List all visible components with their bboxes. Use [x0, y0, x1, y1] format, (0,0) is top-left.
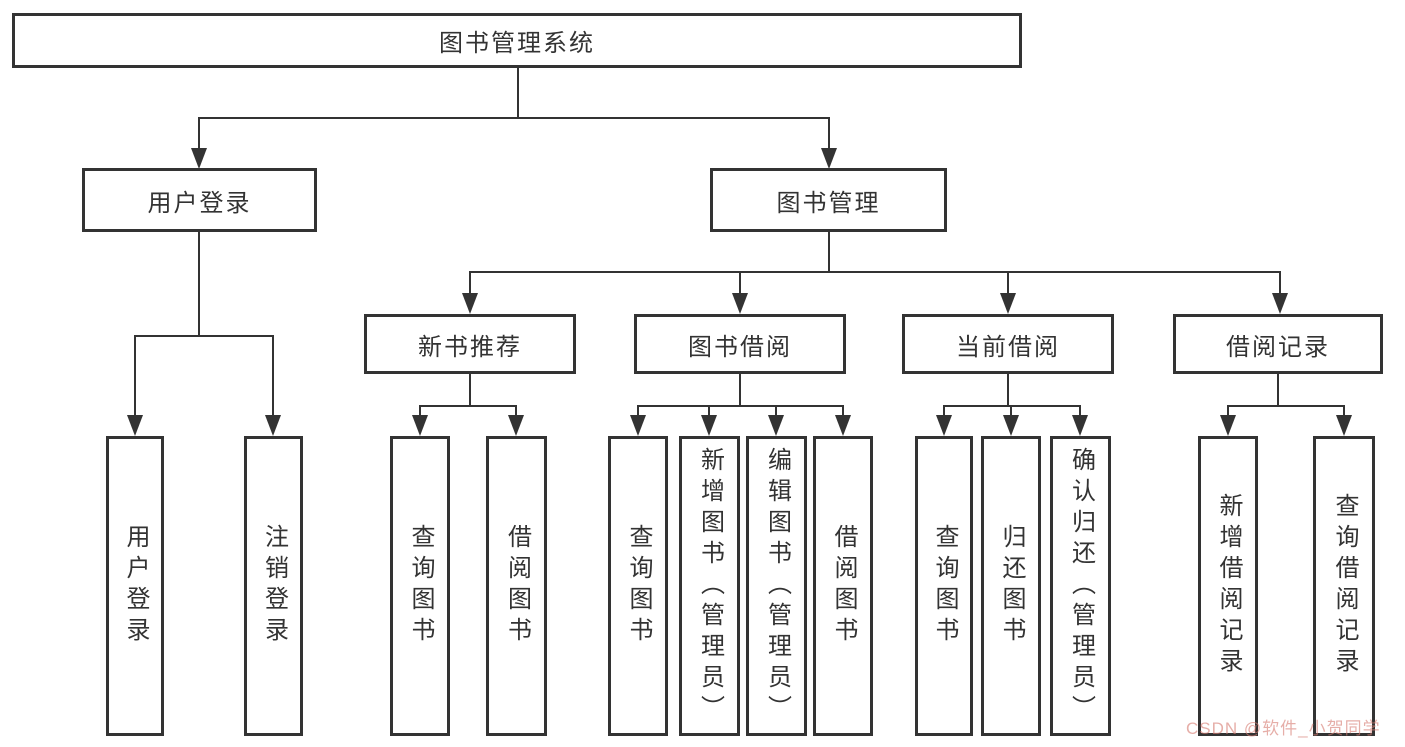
connector-line	[517, 68, 519, 118]
leaf-user-login-label: 用户登录	[122, 524, 149, 648]
connector-line	[515, 405, 517, 419]
arrow-down-icon	[1272, 293, 1288, 314]
node-root-label: 图书管理系统	[439, 30, 595, 57]
connector-line	[1227, 405, 1345, 407]
leaf-query-books-borrow-label: 查询图书	[625, 524, 652, 648]
arrow-down-icon	[191, 148, 207, 169]
arrow-down-icon	[462, 293, 478, 314]
leaf-edit-books-admin: 编辑图书（管理员）	[746, 436, 807, 736]
leaf-add-books-admin-label: 新增图书（管理员）	[696, 446, 724, 726]
leaf-edit-books-admin-label: 编辑图书（管理员）	[763, 446, 791, 726]
leaf-logout-label: 注销登录	[260, 524, 288, 648]
leaf-confirm-return-admin: 确认归还（管理员）	[1050, 436, 1111, 736]
connector-line	[198, 117, 830, 119]
node-user-login-label: 用户登录	[147, 189, 252, 217]
connector-line	[775, 405, 777, 419]
node-root: 图书管理系统	[12, 13, 1022, 68]
connector-line	[739, 271, 741, 297]
node-book-borrow: 图书借阅	[634, 314, 846, 374]
node-book-management-label: 图书管理	[776, 189, 881, 217]
arrow-down-icon	[701, 415, 717, 436]
leaf-return-books-label: 归还图书	[998, 524, 1025, 648]
leaf-borrow-books-label: 借阅图书	[830, 524, 857, 648]
node-new-book-recommend: 新书推荐	[364, 314, 576, 374]
connector-line	[943, 405, 1081, 407]
leaf-query-books-current-label: 查询图书	[931, 524, 958, 648]
arrow-down-icon	[1220, 415, 1236, 436]
connector-line	[134, 335, 136, 420]
leaf-logout: 注销登录	[244, 436, 303, 736]
connector-line	[419, 405, 421, 419]
arrow-down-icon	[127, 415, 143, 436]
arrow-down-icon	[936, 415, 952, 436]
connector-line	[1277, 374, 1279, 406]
arrow-down-icon	[265, 415, 281, 436]
node-user-login: 用户登录	[82, 168, 317, 232]
connector-line	[419, 405, 517, 407]
connector-line	[828, 232, 830, 272]
connector-line	[708, 405, 710, 419]
connector-line	[198, 232, 200, 336]
node-new-book-recommend-label: 新书推荐	[418, 333, 522, 361]
node-current-borrow-label: 当前借阅	[956, 333, 1060, 361]
node-borrow-records: 借阅记录	[1173, 314, 1383, 374]
connector-line	[469, 271, 1281, 273]
leaf-borrow-books: 借阅图书	[813, 436, 873, 736]
leaf-user-login: 用户登录	[106, 436, 164, 736]
connector-line	[828, 117, 830, 151]
leaf-add-borrow-record-label: 新增借阅记录	[1215, 493, 1242, 679]
arrow-down-icon	[630, 415, 646, 436]
node-book-borrow-label: 图书借阅	[688, 333, 792, 361]
connector-line	[1010, 405, 1012, 419]
connector-line	[134, 335, 274, 337]
connector-line	[1279, 271, 1281, 297]
connector-line	[469, 271, 471, 297]
leaf-query-borrow-record-label: 查询借阅记录	[1331, 493, 1358, 679]
leaf-query-books-current: 查询图书	[915, 436, 973, 736]
leaf-borrow-books-recommend-label: 借阅图书	[503, 524, 531, 648]
arrow-down-icon	[821, 148, 837, 169]
arrow-down-icon	[1072, 415, 1088, 436]
leaf-query-borrow-record: 查询借阅记录	[1313, 436, 1375, 736]
connector-line	[842, 405, 844, 419]
leaf-borrow-books-recommend: 借阅图书	[486, 436, 547, 736]
arrow-down-icon	[768, 415, 784, 436]
connector-line	[739, 374, 741, 406]
node-book-management: 图书管理	[710, 168, 947, 232]
leaf-add-books-admin: 新增图书（管理员）	[679, 436, 740, 736]
connector-line	[272, 335, 274, 420]
leaf-return-books: 归还图书	[981, 436, 1041, 736]
node-borrow-records-label: 借阅记录	[1226, 333, 1330, 361]
leaf-add-borrow-record: 新增借阅记录	[1198, 436, 1258, 736]
leaf-query-books-recommend: 查询图书	[390, 436, 450, 736]
arrow-down-icon	[835, 415, 851, 436]
csdn-watermark: CSDN @软件_小贺同学	[1186, 719, 1381, 738]
connector-line	[198, 117, 200, 151]
arrow-down-icon	[1000, 293, 1016, 314]
arrow-down-icon	[412, 415, 428, 436]
connector-line	[1007, 374, 1009, 406]
connector-line	[469, 374, 471, 406]
connector-line	[1343, 405, 1345, 419]
leaf-confirm-return-admin-label: 确认归还（管理员）	[1067, 446, 1095, 726]
connector-line	[943, 405, 945, 419]
leaf-query-books-recommend-label: 查询图书	[407, 524, 434, 648]
leaf-query-books-borrow: 查询图书	[608, 436, 668, 736]
connector-line	[1227, 405, 1229, 419]
connector-line	[637, 405, 639, 419]
arrow-down-icon	[1003, 415, 1019, 436]
arrow-down-icon	[1336, 415, 1352, 436]
connector-line	[1079, 405, 1081, 419]
arrow-down-icon	[732, 293, 748, 314]
node-current-borrow: 当前借阅	[902, 314, 1114, 374]
arrow-down-icon	[508, 415, 524, 436]
connector-line	[1007, 271, 1009, 297]
connector-line	[637, 405, 844, 407]
